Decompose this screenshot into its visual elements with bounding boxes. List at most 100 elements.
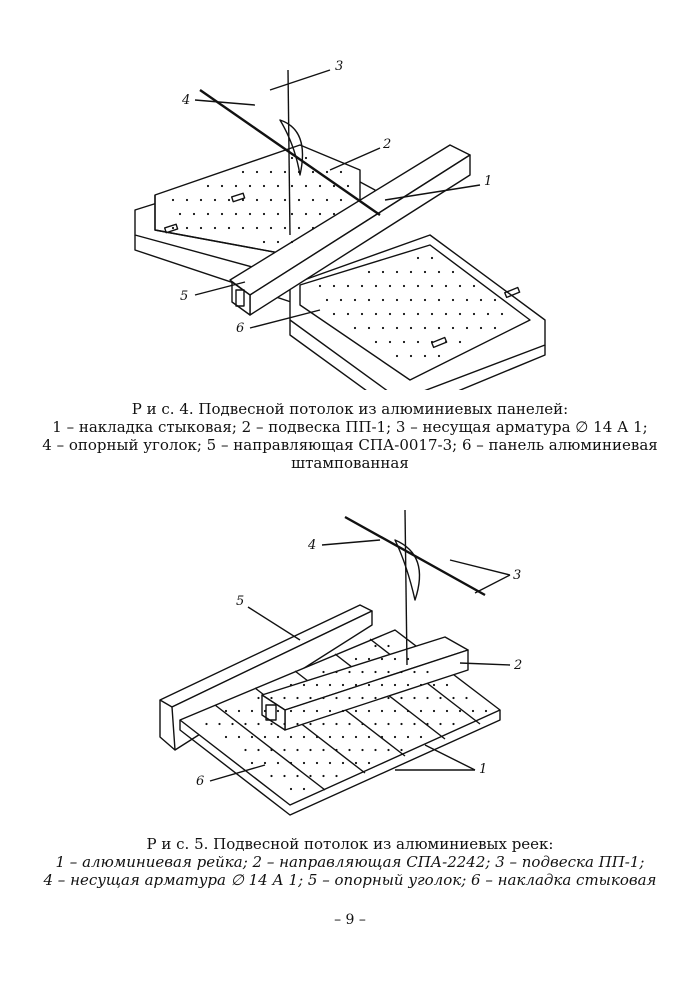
perforation-dot [423, 298, 427, 302]
perforation-dot [289, 735, 293, 739]
perforation-dot [374, 312, 378, 316]
perforation-dot [393, 735, 397, 739]
perforation-dot [269, 198, 273, 202]
fig4-callout-2: 2 [382, 137, 391, 152]
perforation-dot [296, 696, 299, 700]
perforation-dot [348, 696, 351, 700]
perforation-dot [318, 284, 322, 288]
perforation-dot [276, 184, 280, 188]
perforation-dot [332, 284, 336, 288]
perforation-dot [430, 340, 434, 344]
figure-4-caption: Р и с. 4. Подвесной потолок из алюминиев… [30, 400, 670, 472]
perforation-dot [402, 340, 406, 344]
figure-4-legend-line-3: штампованная [291, 454, 409, 472]
perforation-dot [354, 735, 358, 739]
perforation-dot [213, 198, 217, 202]
perforation-dot [171, 226, 175, 230]
page-number: – 9 – [334, 912, 366, 928]
perforation-dot [374, 670, 377, 674]
perforation-dot [348, 748, 351, 752]
perforation-dot [270, 696, 273, 700]
perforation-dot [419, 709, 423, 713]
perforation-dot [289, 683, 293, 687]
perforation-dot [227, 198, 231, 202]
perforation-dot [423, 326, 427, 330]
perforation-dot [283, 198, 287, 202]
perforation-dot [283, 774, 286, 778]
perforation-dot [486, 312, 490, 316]
perforation-dot [339, 170, 343, 174]
perforation-dot [276, 709, 280, 713]
figure-5-caption-title: Р и с. 5. Подвесной потолок из алюминиев… [146, 835, 554, 853]
perforation-dot [402, 312, 406, 316]
perforation-dot [341, 761, 345, 765]
perforation-dot [250, 709, 254, 713]
perforation-dot [276, 761, 280, 765]
perforation-dot [406, 657, 410, 661]
perforation-dot [353, 326, 357, 330]
perforation-dot [250, 735, 254, 739]
perforation-dot [393, 683, 397, 687]
perforation-dot [322, 670, 325, 674]
perforation-dot [409, 354, 413, 358]
perforation-dot [255, 226, 259, 230]
perforation-dot [311, 170, 315, 174]
perforation-dot [367, 735, 371, 739]
perforation-dot [458, 340, 462, 344]
perforation-dot [318, 184, 322, 188]
perforation-dot [419, 735, 423, 739]
perforation-dot [413, 670, 416, 674]
perforation-dot [325, 170, 329, 174]
perforation-dot [241, 226, 245, 230]
perforation-dot [374, 748, 377, 752]
perforation-dot [234, 212, 238, 216]
perforation-dot [374, 644, 377, 648]
perforation-dot [276, 240, 280, 244]
perforation-dot [348, 670, 351, 674]
perforation-dot [393, 709, 397, 713]
perforation-dot [257, 696, 260, 700]
fig4-callout-4: 4 [181, 93, 190, 108]
perforation-dot [380, 657, 384, 661]
perforation-dot [276, 735, 280, 739]
perforation-dot [302, 735, 306, 739]
perforation-dot [248, 212, 252, 216]
perforation-dot [309, 722, 312, 726]
perforation-dot [224, 735, 228, 739]
perforation-dot [419, 683, 423, 687]
perforation-dot [304, 184, 308, 188]
perforation-dot [388, 284, 392, 288]
perforation-dot [213, 226, 217, 230]
perforation-dot [283, 748, 286, 752]
perforation-dot [227, 226, 231, 230]
perforation-dot [341, 709, 345, 713]
perforation-dot [346, 284, 350, 288]
perforation-dot [171, 198, 175, 202]
perforation-dot [290, 184, 294, 188]
perforation-dot [283, 696, 286, 700]
perforation-dot [430, 284, 434, 288]
perforation-dot [426, 722, 429, 726]
perforation-dot [444, 284, 448, 288]
fig5-callout-2: 2 [513, 658, 522, 673]
perforation-dot [381, 326, 385, 330]
perforation-dot [224, 709, 228, 713]
perforation-dot [353, 298, 357, 302]
perforation-dot [289, 761, 293, 765]
fig5-callout-6: 6 [196, 774, 204, 789]
perforation-dot [220, 184, 224, 188]
perforation-dot [472, 284, 476, 288]
perforation-dot [289, 709, 293, 713]
perforation-dot [297, 198, 301, 202]
perforation-dot [297, 226, 301, 230]
perforation-dot [423, 270, 427, 274]
fig5-callout-1: 1 [479, 762, 487, 777]
perforation-dot [406, 735, 410, 739]
fig4-callout-3: 3 [335, 59, 343, 74]
perforation-dot [416, 284, 420, 288]
perforation-dot [296, 722, 299, 726]
perforation-dot [185, 226, 189, 230]
perforation-dot [374, 722, 377, 726]
perforation-dot [493, 298, 497, 302]
perforation-dot [348, 722, 351, 726]
